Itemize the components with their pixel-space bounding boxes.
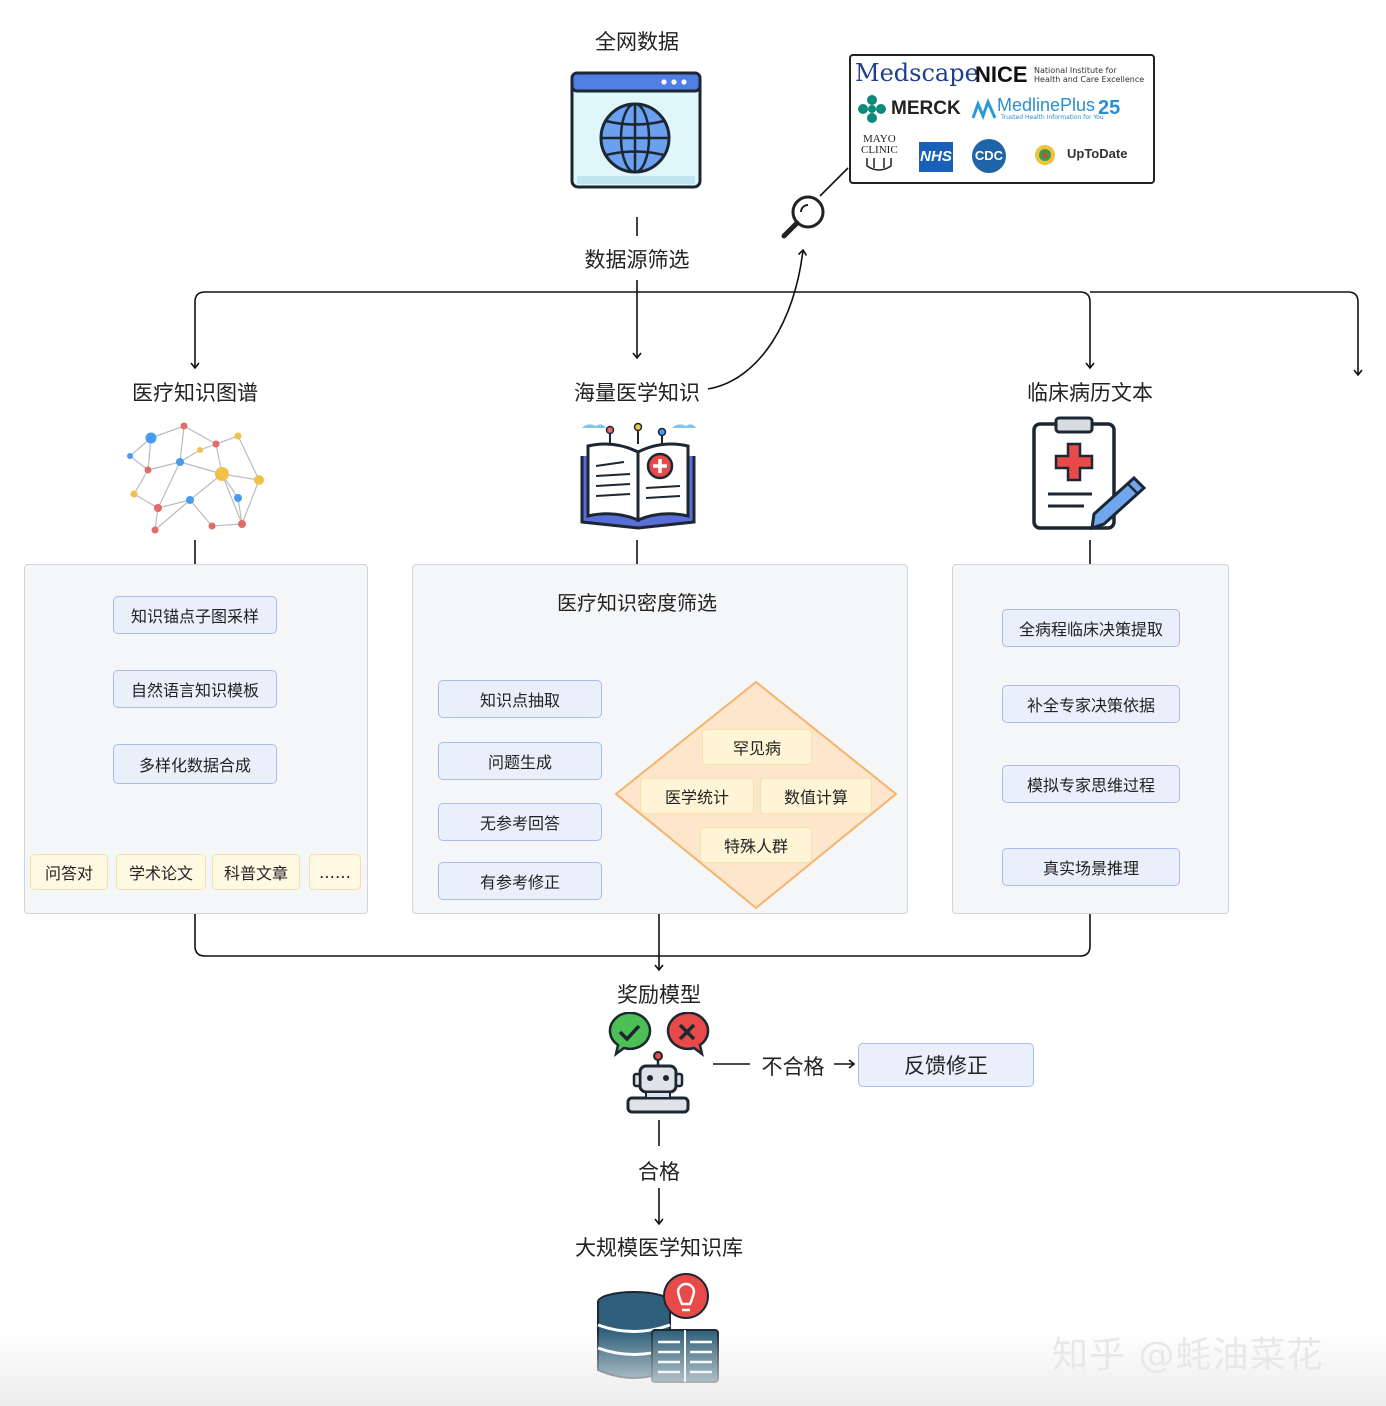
clinical-title: 临床病历文本 (1027, 381, 1153, 405)
reward-title: 奖励模型 (617, 983, 701, 1007)
final-title: 大规模医学知识库 (575, 1236, 743, 1260)
kg-step-1: 知识锚点子图采样 (113, 596, 277, 634)
medlineplus-tagline: Trusted Health Information for You (1001, 114, 1104, 121)
diamond-rare-disease: 罕见病 (702, 729, 812, 765)
feedback-box: 反馈修正 (858, 1043, 1034, 1087)
nice-logo: NICE (975, 62, 1028, 87)
reward-robot-icon (608, 1012, 710, 1114)
med-filter-label: 医疗知识密度筛选 (557, 591, 717, 615)
kg-step-3: 多样化数据合成 (113, 744, 277, 784)
kg-output-qa: 问答对 (30, 854, 108, 890)
clinical-step-1: 全病程临床决策提取 (1002, 609, 1180, 647)
uptodate-emblem-icon (1035, 145, 1055, 165)
medical-record-clipboard-icon (1032, 416, 1147, 531)
source-label: 全网数据 (595, 30, 679, 54)
special-domain-diamond (614, 680, 898, 910)
med-step-1: 知识点抽取 (438, 680, 602, 718)
nhs-logo: NHS (919, 142, 953, 172)
med-title: 海量医学知识 (574, 381, 700, 405)
uptodate-logo: UpToDate (1067, 146, 1128, 161)
watermark: 知乎 @蚝油菜花 (1052, 1335, 1324, 1376)
medscape-logo: Medscape (855, 59, 979, 87)
merck-logo: MERCK (891, 98, 961, 119)
diamond-medical-statistics: 医学统计 (640, 778, 754, 814)
clinical-step-4: 真实场景推理 (1002, 848, 1180, 886)
medlineplus-icon (971, 98, 997, 121)
years-badge: 25 (1098, 97, 1121, 119)
medlineplus-logo: MedlinePlus (997, 95, 1096, 115)
med-step-2: 问题生成 (438, 742, 602, 780)
clinical-step-2: 补全专家决策依据 (1002, 685, 1180, 723)
fail-label: 不合格 (761, 1055, 825, 1079)
bottom-shade (0, 1330, 1386, 1406)
browser-globe-icon (570, 71, 702, 189)
kg-step-2: 自然语言知识模板 (113, 670, 277, 708)
knowledge-graph-icon (127, 422, 264, 534)
kg-output-article: 科普文章 (212, 854, 300, 890)
med-step-4: 有参考修正 (438, 862, 602, 900)
magnifier-icon (781, 195, 825, 239)
filter-label: 数据源筛选 (584, 248, 690, 272)
kg-output-paper: 学术论文 (116, 854, 206, 890)
diamond-numerical-computation: 数值计算 (760, 778, 872, 814)
kg-output-more: …… (309, 854, 361, 890)
merck-emblem-icon (858, 95, 886, 123)
diamond-special-populations: 特殊人群 (700, 827, 812, 863)
kg-title: 医疗知识图谱 (132, 381, 258, 405)
clinical-step-3: 模拟专家思维过程 (1002, 765, 1180, 803)
med-step-3: 无参考回答 (438, 803, 602, 841)
pass-label: 合格 (638, 1160, 680, 1184)
medical-book-icon (580, 422, 696, 530)
cdc-logo: CDC (972, 139, 1006, 173)
